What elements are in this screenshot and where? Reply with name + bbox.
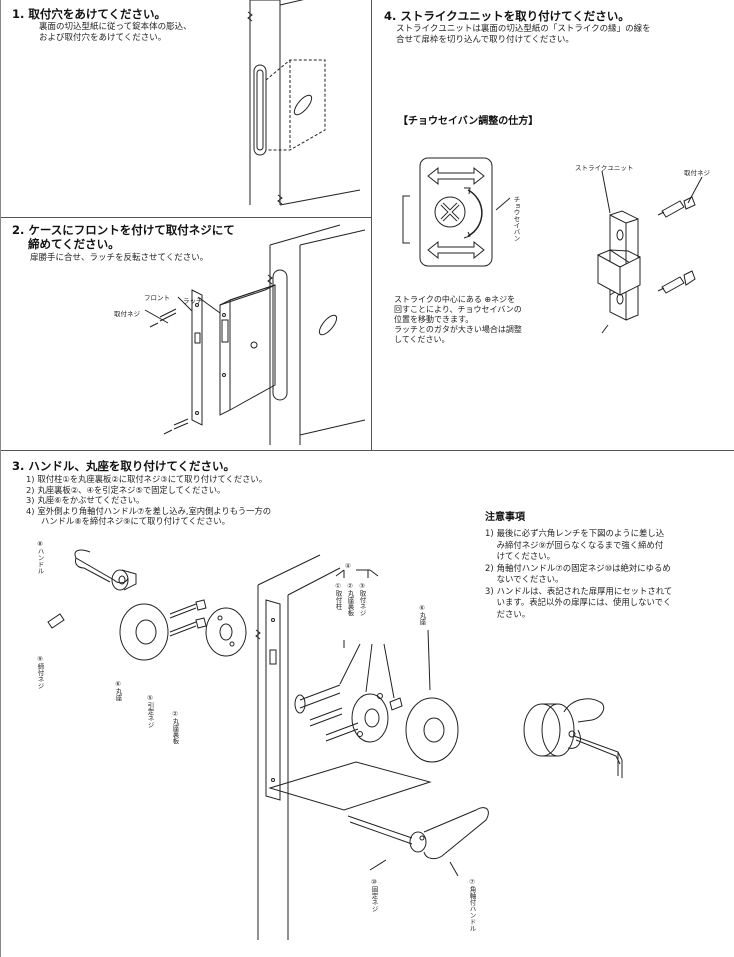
step3-exploded-diagram: [40, 520, 500, 950]
hex-wrench-diagram: [518, 690, 633, 785]
adjust-text: ストライクの中心にある ⊕ネジを 回すことにより、チョウセイバンの 位置を移動で…: [394, 295, 522, 345]
step3-item-2-num: 2): [26, 484, 35, 495]
caution-item-1-line-1: 最後に必ず六角レンチを下図のように差し込: [496, 528, 665, 538]
step2-label-screw: 取付ネジ: [114, 310, 140, 318]
step3-item-3-num: 3): [26, 495, 35, 505]
adjust-line-4: ラッチとのガタが大きい場合は調整: [394, 325, 522, 334]
adjust-plate-label: チョウセイバン: [512, 196, 520, 242]
part-label-rose-outer: ⑥丸座: [114, 680, 122, 701]
caution-item-2: 2) 角軸付ハンドル⑦の固定ネジ⑩は絶対にゆるめ ないでください。: [485, 563, 672, 586]
step3-item-3: 3)丸座⑥をかぶせてください。: [26, 495, 271, 506]
step4-line-2: 合せて扉枠を切り込んで取り付けてください。: [396, 35, 574, 45]
caution-item-2-line-1: 角軸付ハンドル⑦の固定ネジ⑩は絶対にゆるめ: [496, 562, 671, 573]
divider-left-edge: [0, 0, 1, 957]
caution-item-1-num: 1): [485, 528, 494, 538]
part-label-tighten-screw: ⑨締付ネジ: [36, 655, 44, 689]
caution-item-2-line-2: ないでください。: [496, 574, 564, 584]
caution-item-3-line-3: ださい。: [496, 608, 531, 619]
part-label-square-handle: ⑦角軸付ハンドル: [468, 878, 476, 932]
caution-list: 1) 最後に必ず六角レンチを下図のように差し込 み締付ネジ⑨が回らなくなるまで強…: [485, 528, 672, 620]
adjust-line-1: ストライクの中心にある ⊕ネジを: [394, 295, 516, 304]
caution-title: 注意事項: [485, 512, 525, 523]
divider-horizontal-full: [0, 450, 734, 451]
adjust-line-5: してください。: [394, 335, 450, 344]
part-label-group-4: ④: [345, 562, 351, 570]
caution-item-3-num: 3): [485, 585, 494, 596]
step1-door-diagram: [230, 0, 370, 212]
step3-list: 1)取付柱①を丸座裏板②に取付ネジ③にて取り付けてください。 2)丸座裏板②、④…: [26, 474, 271, 527]
part-label-rose-plate-inner: ②丸座裏板: [346, 582, 354, 616]
part-label-post: ①取付柱: [334, 582, 342, 610]
step2-title-line-1: 2. ケースにフロントを付けて取付ネジにて: [12, 223, 235, 237]
step4-title: 4. ストライクユニットを取り付けてください。: [384, 9, 630, 23]
step4-text: ストライクユニットは裏面の切込型紙の「ストライクの縁」の線を 合せて扉枠を切り込…: [396, 24, 651, 46]
step3-item-4b-text: ハンドル⑧を締付ネジ⑨にて取り付けてください。: [41, 516, 230, 526]
part-label-mount-screw: ③取付ネジ: [358, 582, 366, 616]
step2-label-front: フロント: [144, 294, 170, 302]
step4-line-1: ストライクユニットは裏面の切込型紙の「ストライクの縁」の線を: [396, 24, 651, 34]
step2-label-latch: ラッチ: [183, 297, 203, 305]
part-label-rose-plate-outer: ②丸座裏板: [171, 710, 179, 744]
step2-title-line-2: 締めてください。: [28, 237, 120, 251]
part-label-fixing-screw-10: ⑩固定ネジ: [370, 878, 378, 912]
step2-text: 扉勝手に合せ、ラッチを反転させてください。: [30, 253, 209, 263]
adjust-line-2: 回すことにより、チョウセイバンの: [394, 305, 522, 314]
step3-item-1-text: 取付柱①を丸座裏板②に取付ネジ③にて取り付けてください。: [37, 474, 268, 484]
step1-line-2: および取付穴をあけてください。: [39, 33, 167, 43]
step1-title: 1. 取付穴をあけてください。: [12, 7, 167, 21]
step3-item-1-num: 1): [26, 474, 35, 484]
step3-title: 3. ハンドル、丸座を取り付けてください。: [12, 459, 236, 473]
caution-item-3: 3) ハンドルは、表記された扉厚用にセットされて います。表記以外の扉厚には、使…: [485, 586, 672, 621]
step3-item-4: 4)室外側より角軸付ハンドル⑦を差し込み,室内側よりもう一方の: [26, 506, 271, 517]
strike-screw-label: 取付ネジ: [684, 169, 710, 177]
divider-horizontal-left: [0, 217, 371, 218]
caution-item-1: 1) 最後に必ず六角レンチを下図のように差し込 み締付ネジ⑨が回らなくなるまで強…: [485, 528, 672, 563]
step3-item-1: 1)取付柱①を丸座裏板②に取付ネジ③にて取り付けてください。: [26, 474, 271, 485]
part-label-handle: ⑧ハンドル: [36, 540, 44, 574]
divider-vertical-top: [371, 0, 372, 450]
adjust-plate-diagram: [398, 148, 528, 268]
adjust-title: 【チョウセイバン調整の仕方】: [398, 116, 539, 127]
step1-line-1: 裏面の切込型紙に従って錠本体の彫込、: [39, 22, 192, 32]
step2-title: 2. ケースにフロントを付けて取付ネジにて 締めてください。: [12, 223, 235, 251]
step1-text: 裏面の切込型紙に従って錠本体の彫込、 および取付穴をあけてください。: [39, 22, 192, 44]
adjust-line-3: 位置を移動できます。: [394, 315, 474, 324]
caution-item-1-line-3: けてください。: [496, 551, 555, 561]
caution-item-3-line-1: ハンドルは、表記された扉厚用にセットされて: [496, 585, 673, 596]
strike-unit-label: ストライクユニット: [575, 164, 634, 172]
part-label-rose-inner: ⑥丸座: [418, 604, 426, 625]
step2-assembly-diagram: [150, 215, 370, 447]
strike-unit-diagram: [580, 175, 730, 335]
step3-item-2: 2)丸座裏板②、④を引定ネジ⑤で固定してください。: [26, 485, 271, 496]
caution-item-1-line-2: み締付ネジ⑨が回らなくなるまで強く締め付: [496, 539, 664, 550]
step3-item-4b: ハンドル⑧を締付ネジ⑨にて取り付けてください。: [26, 516, 271, 527]
caution-item-3-line-2: います。表記以外の扉厚には、使用しないでく: [496, 597, 672, 607]
caution-item-2-num: 2): [485, 562, 494, 573]
step3-item-4-num: 4): [26, 505, 35, 516]
step3-item-3-text: 丸座⑥をかぶせてください。: [37, 495, 145, 505]
step3-item-2-text: 丸座裏板②、④を引定ネジ⑤で固定してください。: [37, 484, 226, 495]
part-label-fix-screw-5: ⑤引定ネジ: [146, 694, 154, 728]
step3-item-4-text: 室外側より角軸付ハンドル⑦を差し込み,室内側よりもう一方の: [37, 505, 272, 516]
